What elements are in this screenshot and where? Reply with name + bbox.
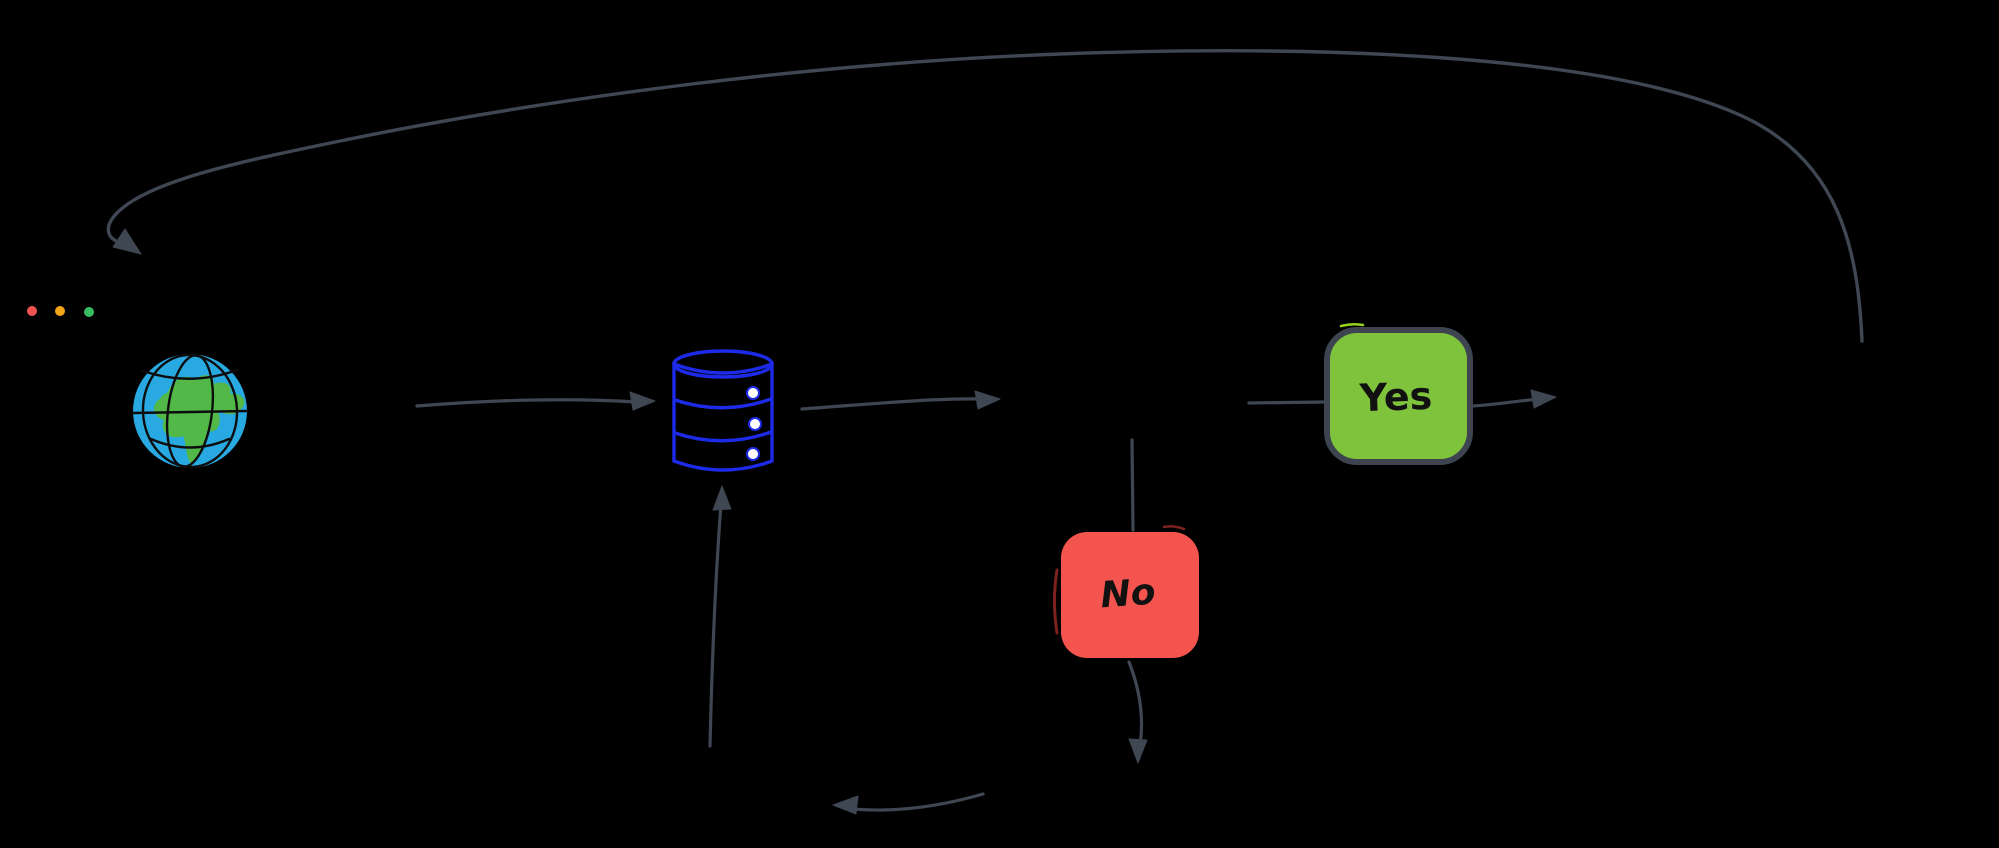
amber-dot-icon: [55, 306, 65, 316]
database-to-decision-line: [800, 397, 984, 411]
globe-to-database-arrowhead-icon: [629, 391, 656, 411]
yes-box-highlight: [1339, 322, 1365, 328]
yes-box: [1324, 327, 1473, 465]
globe-equator: [131, 409, 249, 415]
loop-back-arrowhead-icon: [112, 228, 142, 255]
loop-back-arrow: [106, 49, 1864, 343]
no-down-arrowhead-icon: [1128, 738, 1148, 764]
database-icon: [672, 349, 774, 472]
red-dot-icon: [27, 306, 37, 316]
globe-parallel-top: [141, 368, 239, 380]
database-separator-1: [673, 397, 773, 410]
database-top: [672, 349, 774, 379]
decision-to-yes-connector: [1247, 400, 1327, 405]
no-box-accent-left: [1053, 568, 1059, 635]
database-led-1-icon: [746, 386, 760, 400]
globe-parallel-bottom: [149, 437, 231, 449]
database-to-decision-arrow: [800, 390, 1001, 411]
no-node: No: [1053, 525, 1199, 658]
green-dot-icon: [84, 307, 94, 317]
no-label: No: [1099, 572, 1157, 617]
database-led-2-icon: [748, 417, 762, 431]
no-box: [1061, 532, 1199, 658]
database-to-decision-arrowhead-icon: [974, 390, 1001, 410]
globe-to-database-line: [415, 398, 638, 408]
yes-label: Yes: [1358, 374, 1433, 421]
database-body: [672, 361, 774, 472]
yes-node: Yes: [1324, 322, 1473, 465]
no-down-arrow: [1127, 660, 1148, 764]
decision-to-no-connector: [1130, 438, 1135, 532]
bottom-left-arrow: [832, 792, 985, 815]
globe-icon: [131, 353, 249, 469]
database-led-3-icon: [746, 447, 760, 461]
globe-landmass: [154, 375, 245, 465]
bottom-left-arrowhead-icon: [832, 795, 859, 815]
yes-out-arrow: [1471, 389, 1557, 409]
no-box-accent-top: [1162, 525, 1186, 531]
up-to-database-line: [708, 502, 723, 748]
traffic-light-dots-icon: [27, 306, 94, 317]
no-down-line: [1127, 660, 1144, 747]
bottom-left-line: [850, 792, 985, 812]
loop-back-curve: [106, 49, 1864, 343]
database-separator-2: [673, 430, 773, 443]
up-to-database-arrow: [708, 485, 732, 748]
yes-out-arrowhead-icon: [1530, 389, 1557, 409]
globe-to-database-arrow: [415, 391, 656, 411]
up-to-database-arrowhead-icon: [712, 485, 732, 511]
yes-out-line: [1471, 397, 1540, 408]
